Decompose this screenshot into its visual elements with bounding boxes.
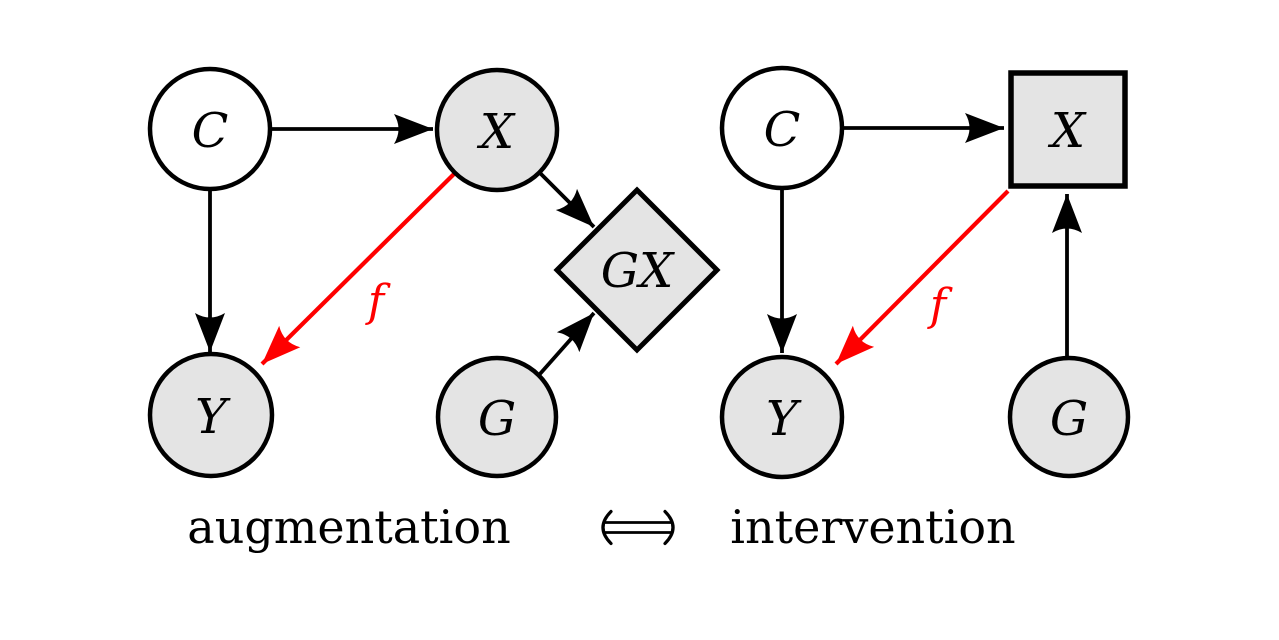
left-node-c-shape xyxy=(147,66,273,192)
edge-f-x-to-y xyxy=(834,189,1010,366)
left-node-c-label: C xyxy=(192,103,229,159)
augmentation-graph: C X Y G GX f augmentation xyxy=(147,66,721,554)
right-node-c-shape xyxy=(719,65,845,191)
left-node-y-label: Y xyxy=(195,389,231,445)
left-node-x-shape xyxy=(434,67,560,193)
right-f-label: f xyxy=(927,280,953,331)
right-node-x-shape xyxy=(1008,70,1128,189)
left-node-gx-shape xyxy=(553,186,721,354)
left-node-g-shape xyxy=(435,355,559,479)
right-node-c-label: C xyxy=(764,102,801,158)
iff-arrow-icon xyxy=(601,509,675,546)
left-node-x-label: X xyxy=(476,104,516,160)
left-f-label: f xyxy=(365,276,391,327)
right-node-y-label: Y xyxy=(766,391,802,447)
iff-right-head xyxy=(663,509,675,546)
iff-left-head xyxy=(601,509,613,546)
right-node-x-label: X xyxy=(1047,103,1087,159)
left-node-g-label: G xyxy=(478,391,516,447)
right-caption: intervention xyxy=(730,500,1015,554)
edge-g-to-gx xyxy=(537,311,596,377)
right-node-g-shape xyxy=(1007,355,1131,479)
left-caption: augmentation xyxy=(187,500,510,554)
left-node-gx-label: GX xyxy=(601,243,675,299)
left-node-y-shape xyxy=(147,351,275,479)
right-node-y-shape xyxy=(719,354,845,480)
edge-x-to-gx xyxy=(537,170,596,229)
edge-f-x-to-y xyxy=(260,172,456,366)
right-node-g-label: G xyxy=(1050,391,1088,447)
intervention-graph: C X Y G f intervention xyxy=(719,65,1131,554)
